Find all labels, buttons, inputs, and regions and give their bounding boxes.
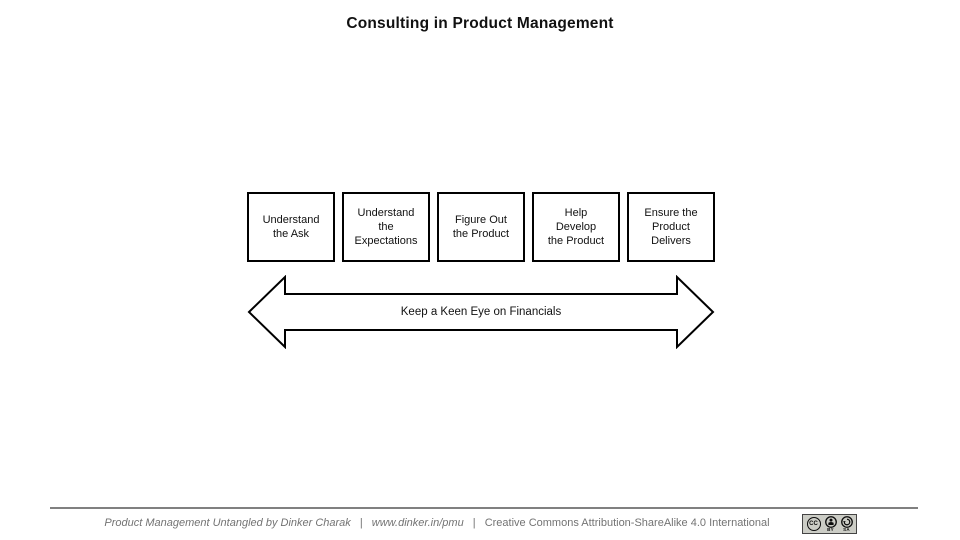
page-title: Consulting in Product Management: [346, 15, 614, 32]
process-steps-row: Understand the Ask Understand the Expect…: [247, 192, 715, 262]
step-box-understand-expectations: Understand the Expectations: [342, 192, 430, 262]
step-label: Understand the Ask: [262, 214, 320, 240]
footer-separator: |: [472, 517, 476, 529]
footer-credits: Product Management Untangled by Dinker C…: [0, 517, 874, 529]
step-label: Figure Out the Product: [452, 214, 510, 240]
step-label: Ensure the Product Delivers: [644, 207, 698, 247]
cc-by-person-icon: [824, 515, 837, 528]
footer-license-text: Creative Commons Attribution-ShareAlike …: [484, 517, 770, 529]
arrow-banner-label: Keep a Keen Eye on Financials: [400, 306, 562, 318]
cc-sa-arrow-icon: [840, 515, 853, 528]
double-headed-arrow: [247, 275, 715, 349]
step-box-help-develop-product: Help Develop the Product: [532, 192, 620, 262]
footer-book-credit: Product Management Untangled by Dinker C…: [104, 517, 351, 529]
footer-divider-line: [50, 507, 918, 509]
footer-separator: |: [359, 517, 363, 529]
footer-url: www.dinker.in/pmu: [371, 517, 464, 529]
step-box-ensure-product-delivers: Ensure the Product Delivers: [627, 192, 715, 262]
step-box-figure-out-product: Figure Out the Product: [437, 192, 525, 262]
cc-license-badge: CC BY SA: [802, 514, 857, 534]
step-label: Help Develop the Product: [547, 207, 605, 247]
cc-icon: CC: [806, 517, 821, 531]
step-box-understand-ask: Understand the Ask: [247, 192, 335, 262]
step-label: Understand the Expectations: [354, 207, 418, 247]
cc-by-label: BY: [827, 526, 834, 532]
cc-sa-label: SA: [843, 526, 850, 532]
